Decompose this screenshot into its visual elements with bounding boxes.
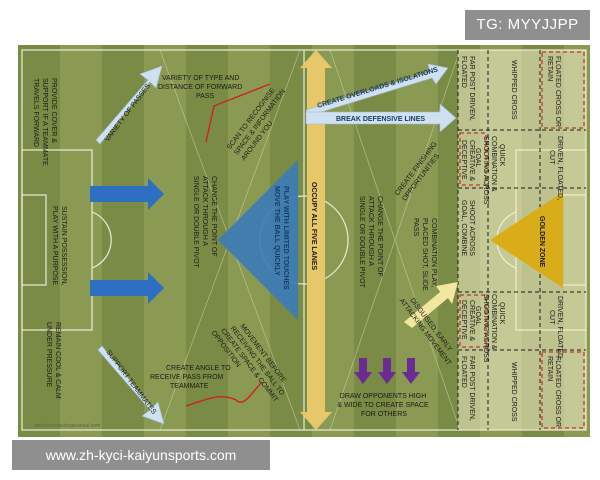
watermark-top: TG: MYYJJPP	[465, 10, 590, 40]
sustain-2: PLAY WITH A PURPOSE	[51, 206, 58, 285]
light-arrows	[95, 63, 457, 425]
svg-text:CREATIVE & DECEPTIVE: CREATIVE & DECEPTIVE	[460, 140, 475, 183]
variety-type-1: VARIETY OF TYPE AND	[162, 75, 239, 82]
floated-bottom-1: FLOATED CROSS OR	[554, 356, 561, 427]
change-point-left-3: SINGLE OR DOUBLE PIVOT	[192, 176, 199, 269]
floated-top-1: FLOATED CROSS OR	[554, 56, 561, 127]
svg-text:PROVIDE COVER & SUPPORT: PROVIDE COVER & SUPPORT IF A TEAMMATE TR…	[32, 78, 57, 168]
svg-text:CREATIVE & DECEPTIVE: CREATIVE & DECEPTIVE	[460, 300, 475, 343]
draw-opponents-3: FOR OTHERS	[361, 411, 407, 418]
play-quickly-triangle	[218, 160, 298, 320]
provide-cover-1: PROVIDE COVER &	[50, 78, 57, 143]
svg-text:FAR POST DRIVEN, FLOATED: FAR POST DRIVEN, FLOATED	[460, 356, 475, 423]
play-limited-2: MOVE THE BALL QUICKLY	[273, 186, 280, 276]
far-post-top-1: FAR POST DRIVEN,	[468, 56, 475, 121]
far-post-bottom-1: FAR POST DRIVEN,	[468, 356, 475, 421]
quick-combo-top-1: QUICK	[498, 144, 505, 167]
quick-combo-top-3: SHOOTING ACROSS	[482, 136, 489, 205]
quick-combo-top-4: GOAL	[474, 148, 481, 168]
golden-zone-triangle	[490, 192, 563, 288]
far-post-bottom-2: FLOATED	[460, 356, 467, 388]
create-angle-3: TEAMMATE	[170, 383, 209, 390]
variety-type-2: DISTANCE OF FORWARD	[158, 84, 242, 91]
red-run-lines	[185, 83, 271, 407]
driven-top-1: DRIVEN, FLOATED,	[556, 136, 563, 200]
remain-cool-2: UNDER PRESSURE	[45, 322, 52, 388]
creative-bottom-1: CREATIVE &	[468, 300, 475, 341]
final-third-zones	[457, 50, 586, 430]
svg-text:FLOATED CROSS OR RETAIN: FLOATED CROSS OR RETAIN	[546, 356, 561, 429]
break-lines-label: BREAK DEFENSIVE LINES	[336, 116, 425, 123]
occupy-lanes-label: OCCUPY ALL FIVE LANES	[310, 182, 317, 270]
provide-cover-2: SUPPORT IF A TEAMMATE	[41, 78, 48, 166]
creative-top-2: DECEPTIVE	[460, 140, 467, 180]
change-point-right-2: ATTACK THROUGH A	[367, 196, 374, 266]
sustain-1: SUSTAIN POSSESSION,	[60, 206, 67, 286]
create-angle-2: RECEIVE PASS FROM	[150, 374, 224, 381]
driven-bottom-1: DRIVEN, FLOATED,	[556, 296, 563, 360]
shoot-across-1: SHOOT ACROSS	[468, 200, 475, 256]
svg-text:CREATE ANGLE TO RECEIVE: CREATE ANGLE TO RECEIVE PASS FROM TEAMMA…	[150, 365, 233, 390]
credit-label: www.thecoachingmanual.com	[34, 423, 100, 429]
occupy-lanes-arrow	[300, 50, 332, 430]
draw-opponents-2: & WIDE TO CREATE SPACE	[337, 402, 429, 409]
change-point-right-3: SINGLE OR DOUBLE PIVOT	[358, 196, 365, 289]
floated-top-2: RETAIN	[546, 56, 553, 81]
shoot-across-2: GOAL, COMBINE	[460, 200, 467, 256]
change-point-left-1: CHANGE THE POINT OF	[210, 176, 217, 257]
svg-text:SHOOT ACROSS GOAL, COMBI: SHOOT ACROSS GOAL, COMBINE	[460, 200, 475, 258]
svg-text:PLAY WITH LIMITED TOUCHES: PLAY WITH LIMITED TOUCHES MOVE THE BALL …	[273, 186, 289, 292]
quick-combo-bottom-4: GOAL	[474, 306, 481, 326]
floated-bottom-2: RETAIN	[546, 356, 553, 381]
watermark-bottom: www.zh-kyci-kaiyunsports.com	[12, 440, 270, 470]
draw-opponents-1: DRAW OPPONENTS HIGH	[340, 393, 426, 400]
play-limited-1: PLAY WITH LIMITED TOUCHES	[282, 186, 289, 290]
svg-text:QUICK COMBINATION &: QUICK COMBINATION & SHOOTING ACROSS GOAL	[474, 294, 505, 364]
driven-top-2: CUT	[548, 150, 555, 165]
creative-top-1: CREATIVE &	[468, 140, 475, 181]
svg-text:FLOATED CROSS OR RETAIN: FLOATED CROSS OR RETAIN	[546, 56, 561, 129]
svg-text:QUICK COMBINATION &: QUICK COMBINATION & SHOOTING ACROSS GOAL	[474, 136, 505, 206]
svg-text:CHANGE THE POINT OF ATTA: CHANGE THE POINT OF ATTACK THROUGH A SIN…	[358, 196, 383, 289]
draw-opponents-arrows	[354, 358, 420, 384]
svg-text:COMBINATION PLAY, PLACED: COMBINATION PLAY, PLACED SHOT, SLIDE PAS…	[412, 218, 437, 293]
far-post-top-2: FLOATED	[460, 56, 467, 88]
quick-combo-bottom-2: COMBINATION &	[490, 294, 497, 350]
svg-text:SUSTAIN POSSESSION, PLAY: SUSTAIN POSSESSION, PLAY WITH A PURPOSE	[51, 206, 67, 288]
provide-cover-3: TRAVELS FORWARD	[32, 78, 39, 147]
quick-combo-top-2: COMBINATION &	[490, 136, 497, 192]
change-point-right-1: CHANGE THE POINT OF	[376, 196, 383, 277]
whipped-bottom-label: WHIPPED CROSS	[510, 362, 517, 422]
change-point-left-2: ATTACK THROUGH A	[201, 176, 208, 246]
whipped-top-label: WHIPPED CROSS	[510, 60, 517, 120]
combination-play-1: COMBINATION PLAY,	[430, 218, 437, 287]
svg-text:VARIETY OF TYPE AND DIST: VARIETY OF TYPE AND DISTANCE OF FORWARD …	[158, 75, 244, 100]
svg-text:DRAW OPPONENTS HIGH & WI: DRAW OPPONENTS HIGH & WIDE TO CREATE SPA…	[337, 393, 430, 418]
blue-arrows	[90, 178, 164, 304]
svg-text:DRIVEN, FLOATED, CUT: DRIVEN, FLOATED, CUT	[548, 296, 563, 362]
variety-type-3: PASS	[196, 93, 214, 100]
quick-combo-bottom-3: SHOOTING ACROSS	[482, 294, 489, 363]
svg-text:CHANGE THE POINT OF ATTA: CHANGE THE POINT OF ATTACK THROUGH A SIN…	[192, 176, 217, 269]
combination-play-3: PASS	[412, 218, 419, 236]
remain-cool-1: REMAIN COOL & CALM	[54, 322, 61, 399]
driven-bottom-2: CUT	[548, 310, 555, 325]
disguised-arrow	[404, 282, 458, 328]
combination-play-2: PLACED SHOT, SLIDE	[421, 218, 428, 291]
svg-text:DRIVEN, FLOATED, CUT: DRIVEN, FLOATED, CUT	[548, 136, 563, 202]
svg-text:REMAIN COOL & CALM UNDER: REMAIN COOL & CALM UNDER PRESSURE	[45, 322, 61, 401]
golden-zone-label: GOLDEN ZONE	[538, 216, 545, 268]
creative-bottom-2: DECEPTIVE	[460, 300, 467, 340]
quick-combo-bottom-1: QUICK	[498, 302, 505, 325]
create-angle-1: CREATE ANGLE TO	[166, 365, 231, 372]
svg-text:FAR POST DRIVEN, FLOATED: FAR POST DRIVEN, FLOATED	[460, 56, 475, 123]
